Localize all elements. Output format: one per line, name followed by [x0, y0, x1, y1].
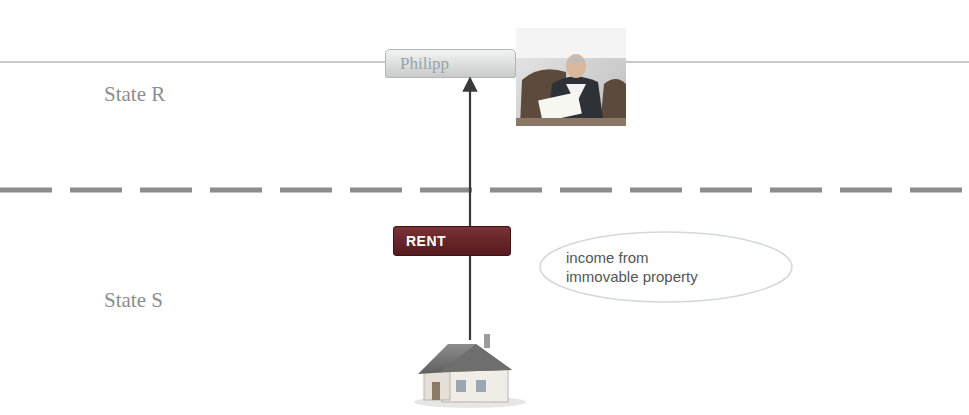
payment-box: RENT: [393, 226, 511, 256]
state-label: State S: [104, 288, 163, 313]
ellipse-outline: [538, 230, 794, 304]
person-tab: Philipp: [385, 49, 516, 78]
callout-ellipse: income from immovable property: [538, 230, 794, 304]
callout-text: income from immovable property: [566, 248, 716, 286]
payment-label: RENT: [406, 233, 446, 249]
ellipse-shape: [540, 232, 792, 302]
person-photo: [516, 28, 626, 126]
state-label: State R: [104, 82, 165, 107]
flow-arrow: [469, 78, 471, 226]
house-illustration: [414, 334, 526, 408]
person-name: Philipp: [400, 54, 449, 74]
state-boundary: [0, 188, 969, 193]
arrow-shaft: [469, 256, 471, 340]
